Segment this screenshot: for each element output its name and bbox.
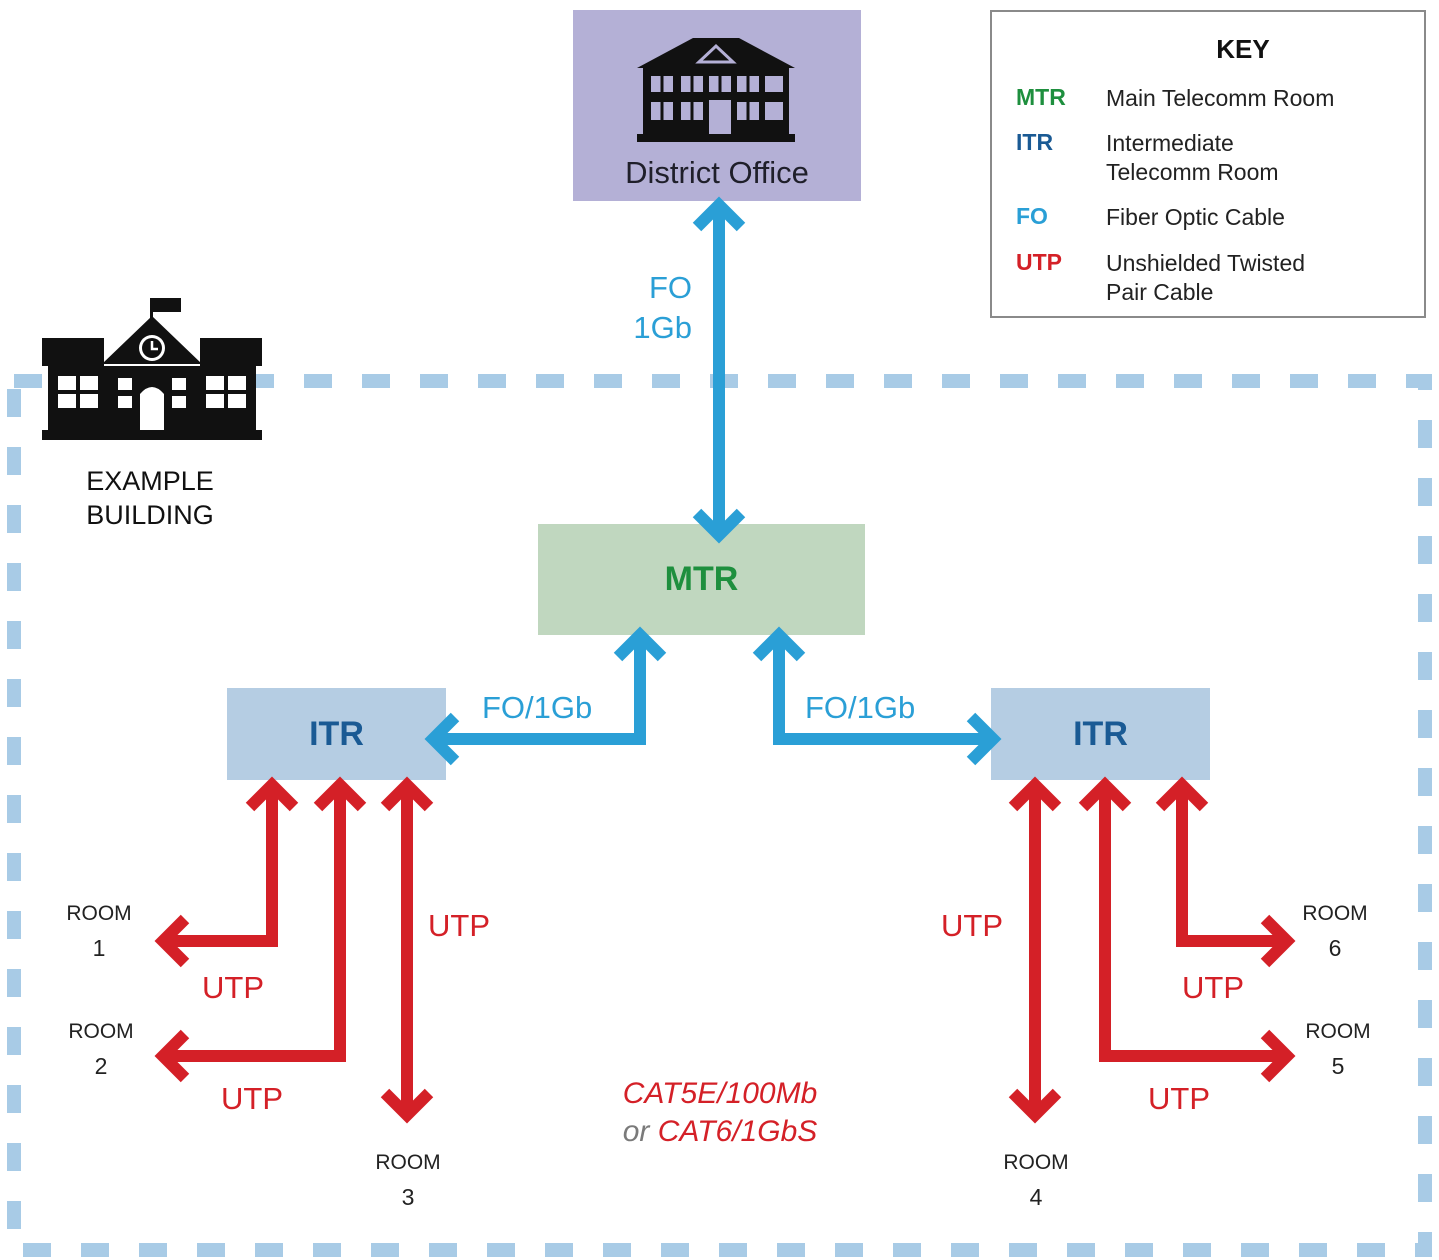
room-4-number: 4 [1029,1184,1043,1210]
room-1-number: 1 [92,935,106,961]
fiber-link-district-mtr [692,196,746,544]
utp-room3-label: UTP [428,908,490,943]
room-3-word: ROOM [375,1151,441,1174]
room-4[interactable]: ROOM 4 [986,1146,1086,1214]
utp-link-room3 [380,776,434,1124]
room-5-number: 5 [1331,1053,1345,1079]
room-2[interactable]: ROOM 2 [51,1015,151,1083]
itr-left-label: ITR [309,714,364,753]
room-2-word: ROOM [68,1020,134,1043]
key-item-itr: ITR Intermediate Telecomm Room [1016,129,1416,189]
itr-right-label: ITR [1073,714,1128,753]
mtr-label: MTR [664,560,739,598]
room-5[interactable]: ROOM 5 [1288,1015,1388,1083]
key-item-utp: UTP Unshielded Twisted Pair Cable [1016,249,1416,309]
itr-right-node[interactable]: ITR [991,688,1210,780]
key-item-mtr: MTR Main Telecomm Room [1016,84,1416,114]
fo-top-label-line2: 1Gb [633,310,692,345]
utp-room6-label: UTP [1182,970,1244,1005]
room-3[interactable]: ROOM 3 [358,1146,458,1214]
key-abbr-utp: UTP [1016,249,1062,275]
cable-note-or: or [622,1115,650,1148]
key-item-fo: FO Fiber Optic Cable [1016,203,1416,233]
utp-link-room2 [154,776,367,1083]
fo-right-label: FO/1Gb [805,690,916,725]
key-abbr-mtr: MTR [1016,84,1066,110]
building-label-line1: EXAMPLE [86,466,214,496]
cable-note-line1: CAT5E/100Mb [622,1077,818,1110]
utp-link-room6 [1155,776,1296,968]
room-4-word: ROOM [1003,1151,1069,1174]
room-1-word: ROOM [66,902,132,925]
key-desc-mtr: Main Telecomm Room [1106,85,1335,111]
room-6-number: 6 [1328,935,1342,961]
room-5-word: ROOM [1305,1020,1371,1043]
fiber-link-mtr-itr-left [424,626,667,766]
key-legend: KEY MTR Main Telecomm Room ITR Intermedi… [990,10,1426,318]
district-office-node[interactable]: District Office [573,10,861,201]
building-label: EXAMPLE BUILDING [50,464,250,532]
fo-top-label: FO 1Gb [600,268,692,348]
utp-room4-label: UTP [941,908,1003,943]
key-abbr-itr: ITR [1016,129,1054,155]
utp-link-room4 [1008,776,1062,1124]
utp-room2-label: UTP [221,1081,283,1116]
utp-link-room5 [1078,776,1296,1083]
fo-left-label: FO/1Gb [482,690,593,725]
utp-link-room1 [154,776,299,968]
key-desc-itr: Intermediate Telecomm Room [1106,130,1279,185]
key-abbr-fo: FO [1016,203,1048,229]
cable-type-note: CAT5E/100Mb or CAT6/1GbS [560,1075,880,1151]
fo-top-label-line1: FO [648,270,692,305]
utp-room5-label: UTP [1148,1081,1210,1116]
fiber-link-mtr-itr-right [752,626,1002,766]
room-6[interactable]: ROOM 6 [1285,897,1385,965]
room-2-number: 2 [94,1053,108,1079]
room-6-word: ROOM [1302,902,1368,925]
key-desc-utp: Unshielded Twisted Pair Cable [1106,250,1306,305]
district-office-label: District Office [625,155,809,190]
room-1[interactable]: ROOM 1 [49,897,149,965]
mtr-node[interactable]: MTR [538,524,865,635]
utp-room1-label: UTP [202,970,264,1005]
key-desc-fo: Fiber Optic Cable [1106,204,1285,230]
cable-note-line2: CAT6/1GbS [657,1115,818,1148]
itr-left-node[interactable]: ITR [227,688,446,780]
school-building-icon [42,298,262,440]
building-label-line2: BUILDING [86,500,214,530]
key-title: KEY [1216,34,1270,64]
room-3-number: 3 [401,1184,415,1210]
district-office-building-icon [637,38,795,142]
